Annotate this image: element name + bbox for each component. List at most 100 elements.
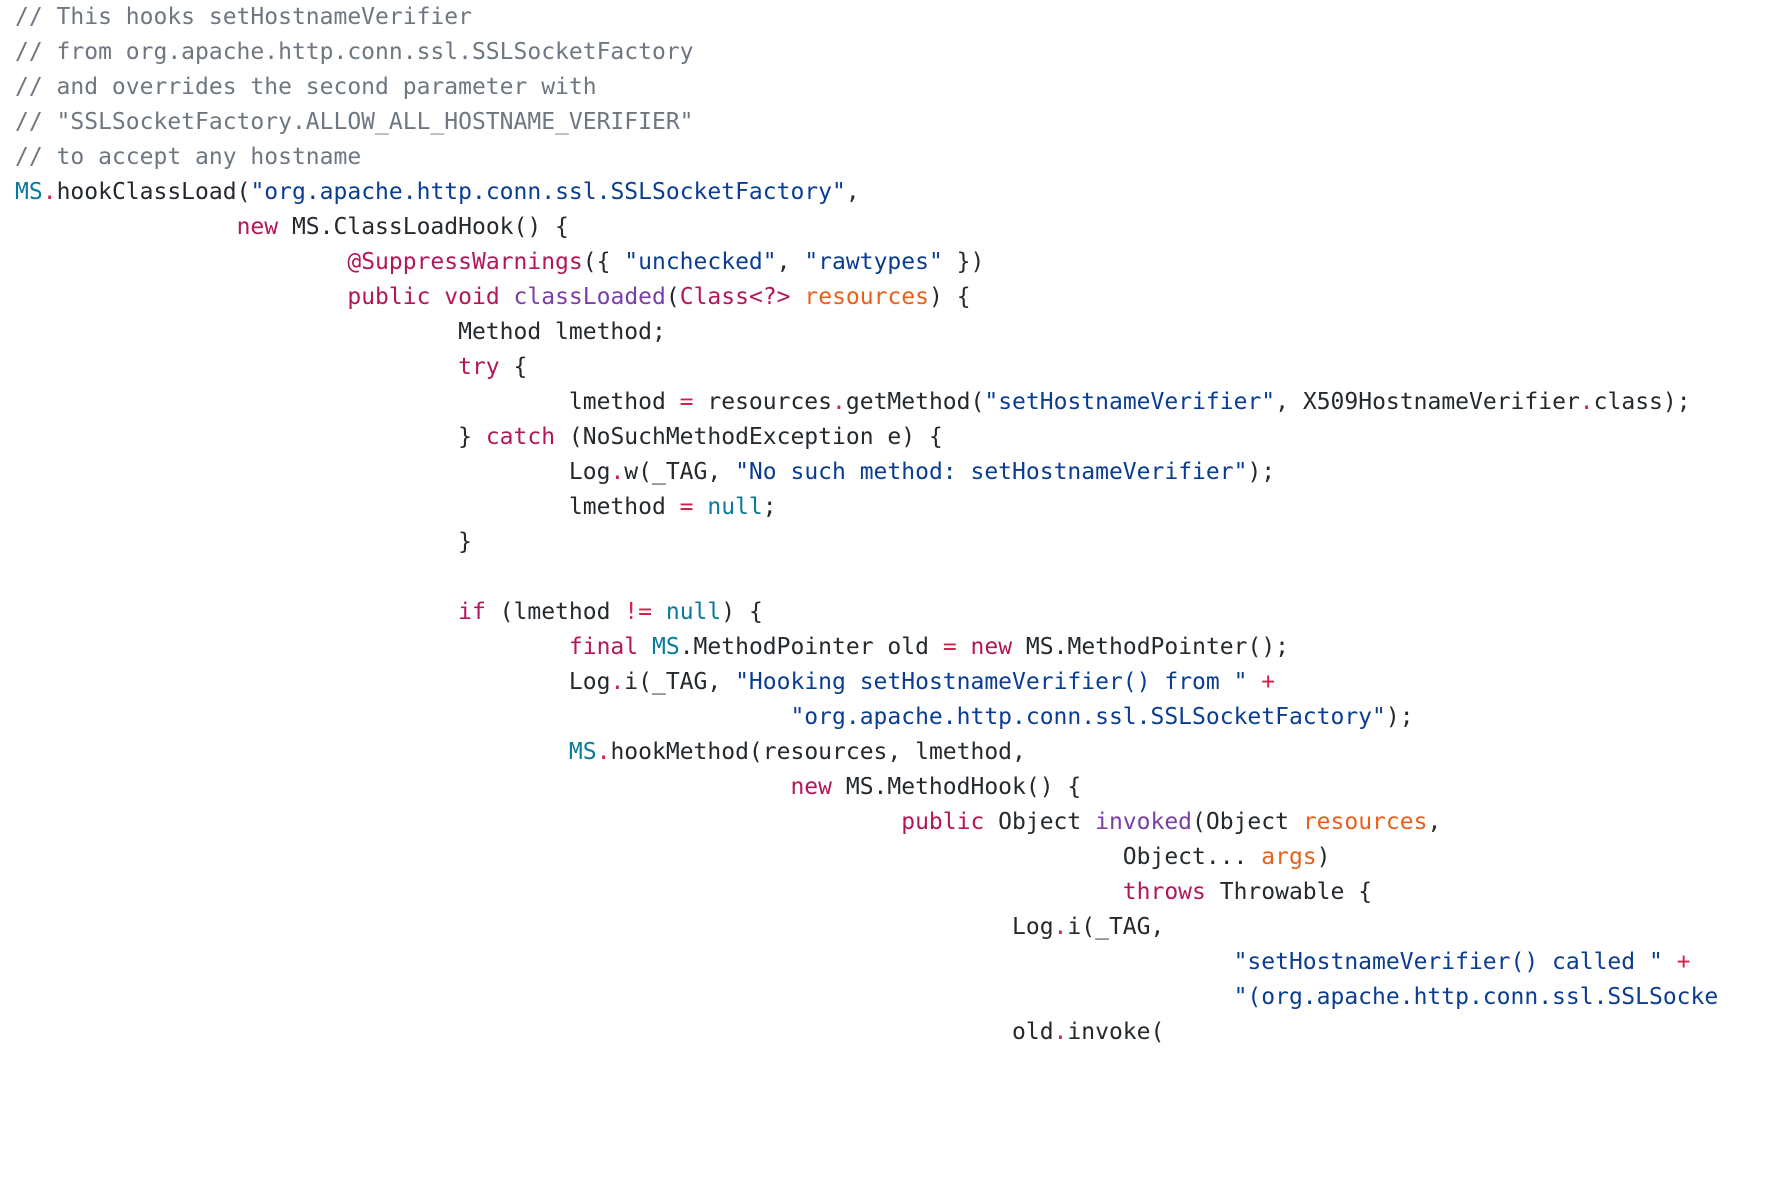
code-token: void <box>444 284 500 310</box>
code-line: new MS.ClassLoadHook() { <box>15 210 1718 245</box>
code-token: . <box>42 179 57 205</box>
code-token: MS <box>15 179 43 205</box>
code-line: lmethod = resources.getMethod("setHostna… <box>15 385 1718 420</box>
code-line: old.invoke( <box>15 1015 1718 1050</box>
code-token: hookMethod(resources, lmethod, <box>610 739 1026 765</box>
code-token <box>694 494 708 520</box>
code-token: "(org.apache.http.conn.ssl.SSLSocke <box>1233 984 1719 1010</box>
code-token: MS.MethodPointer(); <box>1012 634 1290 660</box>
code-token: MS <box>652 634 680 660</box>
code-token: MS <box>568 739 597 765</box>
code-token: Object <box>984 809 1096 835</box>
code-token: = <box>679 494 694 520</box>
code-line: // "SSLSocketFactory.ALLOW_ALL_HOSTNAME_… <box>15 105 1718 140</box>
code-token: "unchecked" <box>624 249 777 275</box>
code-token <box>15 284 347 310</box>
code-token: Object... <box>15 844 1262 870</box>
code-token: MS.ClassLoadHook() { <box>278 214 569 240</box>
code-token: . <box>610 669 625 695</box>
code-token: Log <box>15 914 1054 940</box>
code-token: invoke( <box>1067 1019 1165 1045</box>
code-line: } <box>15 525 1718 560</box>
code-token: try <box>458 354 500 380</box>
code-token: . <box>610 459 625 485</box>
code-line: // This hooks setHostnameVerifier <box>15 0 1718 35</box>
code-token: (NoSuchMethodException e) { <box>555 424 943 450</box>
code-token: Log <box>15 669 611 695</box>
code-token: ); <box>1385 704 1414 730</box>
code-token <box>15 879 1123 905</box>
code-token: // from org.apache.http.conn.ssl.SSLSock… <box>15 39 694 65</box>
code-token: lmethod <box>15 494 680 520</box>
code-token <box>15 249 347 275</box>
code-token: null <box>707 494 763 520</box>
code-token: ); <box>1247 459 1276 485</box>
code-token: ) { <box>721 599 763 625</box>
code-token: // and overrides the second parameter wi… <box>15 74 597 100</box>
code-token: , <box>845 179 860 205</box>
code-token: i(_TAG, <box>1067 914 1165 940</box>
code-token: old <box>15 1019 1054 1045</box>
code-token: (lmethod <box>485 599 625 625</box>
code-line: new MS.MethodHook() { <box>15 770 1718 805</box>
code-token <box>15 704 790 730</box>
code-token: .MethodPointer old <box>679 634 943 660</box>
code-line: public Object invoked(Object resources, <box>15 805 1718 840</box>
code-token <box>652 599 666 625</box>
code-token: throws <box>1122 879 1206 905</box>
code-token: ( <box>665 284 680 310</box>
code-token: public <box>901 809 985 835</box>
code-line: Object... args) <box>15 840 1718 875</box>
code-token: . <box>1053 914 1068 940</box>
code-line: "(org.apache.http.conn.ssl.SSLSocke <box>15 980 1719 1015</box>
code-token: ; <box>762 494 777 520</box>
code-token: args <box>1261 844 1317 870</box>
code-token: // "SSLSocketFactory.ALLOW_ALL_HOSTNAME_… <box>15 109 694 135</box>
code-token <box>957 634 971 660</box>
code-token: resources <box>693 389 833 415</box>
code-line: final MS.MethodPointer old = new MS.Meth… <box>15 630 1718 665</box>
code-line: if (lmethod != null) { <box>15 595 1718 630</box>
code-line: Log.w(_TAG, "No such method: setHostname… <box>15 455 1718 490</box>
code-line: // to accept any hostname <box>15 140 1718 175</box>
code-token: class); <box>1593 389 1691 415</box>
code-token: "setHostnameVerifier" <box>984 389 1276 415</box>
code-token: lmethod <box>15 389 680 415</box>
code-line: } catch (NoSuchMethodException e) { <box>15 420 1718 455</box>
code-token: // This hooks setHostnameVerifier <box>15 4 472 30</box>
code-line: MS.hookMethod(resources, lmethod, <box>15 735 1718 770</box>
code-token: new <box>790 774 832 800</box>
code-token: Throwable { <box>1205 879 1373 905</box>
code-token: != <box>624 599 652 625</box>
code-token: hookClassLoad( <box>56 179 251 205</box>
code-token: + <box>1676 949 1691 975</box>
code-line: throws Throwable { <box>15 875 1718 910</box>
code-token <box>430 284 444 310</box>
code-line: lmethod = null; <box>15 490 1718 525</box>
code-token <box>1663 949 1677 975</box>
code-token: . <box>1053 1019 1068 1045</box>
code-token: . <box>832 389 846 415</box>
code-token: Method lmethod; <box>15 319 666 345</box>
code-token: "No such method: setHostnameVerifier" <box>735 459 1248 485</box>
code-line <box>15 560 1718 595</box>
code-line: Log.i(_TAG, <box>15 910 1718 945</box>
code-line: public void classLoaded(Class<?> resourc… <box>15 280 1718 315</box>
code-token <box>15 214 237 240</box>
code-token: Class<?> <box>679 284 791 310</box>
code-token <box>15 984 1234 1010</box>
code-token: @SuppressWarnings <box>347 249 583 275</box>
code-token: } <box>15 529 472 555</box>
code-token: invoked <box>1095 809 1193 835</box>
code-token <box>15 774 790 800</box>
code-token <box>15 354 458 380</box>
code-line: Log.i(_TAG, "Hooking setHostnameVerifier… <box>15 665 1718 700</box>
code-token <box>15 809 901 835</box>
code-token: public <box>347 284 431 310</box>
code-token: { <box>499 354 528 380</box>
code-line: Method lmethod; <box>15 315 1718 350</box>
code-token: "org.apache.http.conn.ssl.SSLSocketFacto… <box>250 179 846 205</box>
code-token: catch <box>485 424 556 450</box>
code-token: classLoaded <box>513 284 666 310</box>
